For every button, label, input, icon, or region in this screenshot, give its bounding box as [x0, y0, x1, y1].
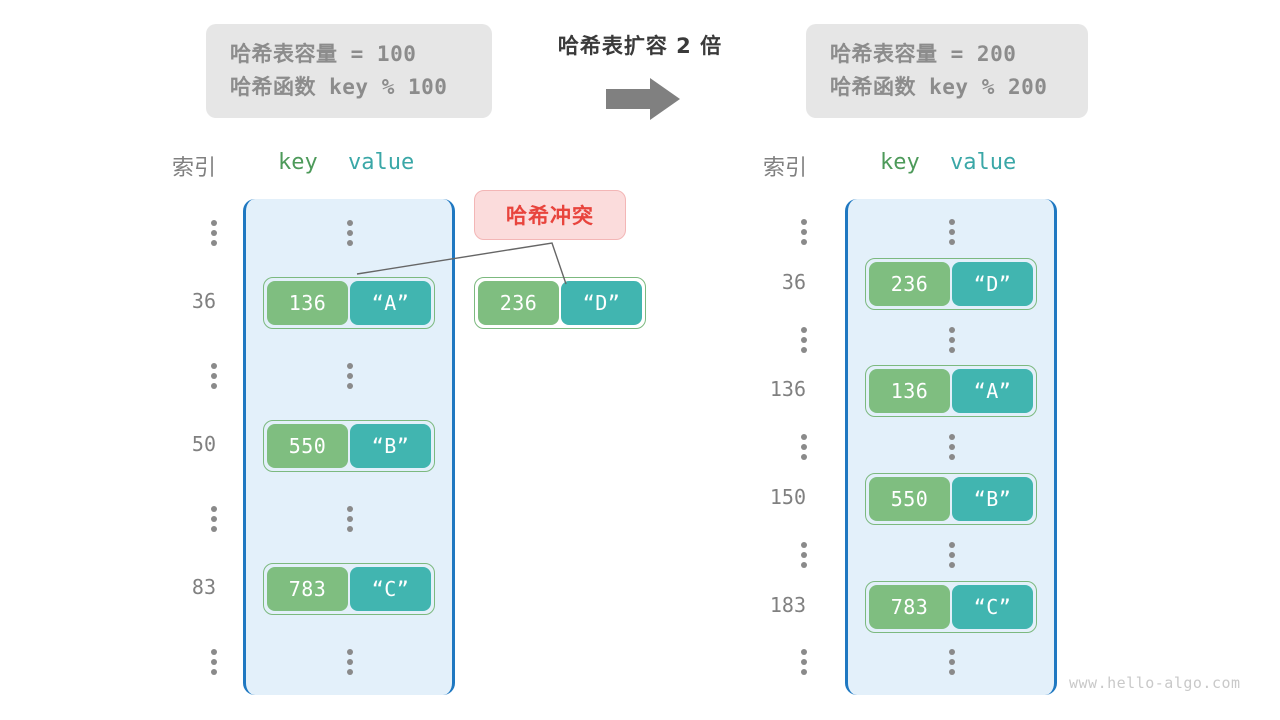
entry-value: “C”: [350, 566, 431, 611]
transform-title: 哈希表扩容 2 倍: [557, 34, 723, 58]
entry-value: “B”: [952, 477, 1033, 521]
hash-table-config-before: 哈希表容量 = 100 哈希函数 key % 100: [206, 24, 492, 118]
entry-key: 783: [267, 566, 348, 611]
table-row-ellipsis: [346, 649, 353, 675]
overflow-entry-cell: 236 “D”: [474, 277, 646, 329]
table-row-ellipsis: [948, 541, 955, 568]
entry-value: “D”: [952, 261, 1033, 306]
hash-table-config-after: 哈希表容量 = 200 哈希函数 key % 200: [806, 24, 1088, 118]
right-header-value: value: [950, 150, 1017, 175]
hash-function-line-after: 哈希函数 key % 200: [830, 75, 1048, 99]
table-row-ellipsis: [948, 434, 955, 461]
overflow-entry-key: 236: [478, 281, 559, 325]
table-entry-cell: 783“C”: [865, 580, 1037, 633]
row-index-label: 83: [191, 574, 216, 599]
entry-value: “B”: [350, 423, 431, 468]
entry-key: 136: [869, 369, 950, 414]
row-index-ellipsis: [800, 649, 807, 676]
right-header-index: 索引: [763, 156, 808, 181]
row-index-label: 50: [191, 431, 216, 456]
row-index-ellipsis: [210, 506, 217, 532]
row-index-ellipsis: [800, 326, 807, 353]
hash-collision-badge: 哈希冲突: [474, 190, 626, 240]
row-index-label: 136: [769, 377, 806, 402]
overflow-entry-value: “D”: [561, 281, 642, 325]
site-watermark: www.hello-algo.com: [1069, 674, 1241, 692]
left-header-index: 索引: [172, 156, 217, 181]
row-index-label: 150: [769, 485, 806, 509]
table-entry-cell: 550“B”: [263, 419, 435, 472]
table-entry-cell: 136“A”: [865, 365, 1037, 418]
row-index-ellipsis: [210, 649, 217, 675]
row-index-ellipsis: [800, 541, 807, 568]
right-header-key: key: [880, 150, 920, 175]
table-row-ellipsis: [346, 363, 353, 389]
row-index-ellipsis: [800, 434, 807, 461]
row-index-ellipsis: [800, 219, 807, 245]
hash-function-line-before: 哈希函数 key % 100: [230, 75, 448, 99]
capacity-line-before: 哈希表容量 = 100: [230, 42, 417, 66]
hash-collision-label: 哈希冲突: [506, 204, 594, 228]
entry-key: 136: [267, 280, 348, 325]
entry-key: 236: [869, 261, 950, 306]
entry-value: “C”: [952, 584, 1033, 629]
table-entry-cell: 550“B”: [865, 473, 1037, 525]
table-entry-cell: 136“A”: [263, 276, 435, 329]
capacity-line-after: 哈希表容量 = 200: [830, 42, 1017, 66]
entry-key: 783: [869, 584, 950, 629]
table-entry-cell: 783“C”: [263, 562, 435, 615]
left-header-key: key: [278, 150, 318, 175]
row-index-label: 36: [781, 269, 806, 294]
entry-key: 550: [267, 423, 348, 468]
row-index-ellipsis: [210, 220, 217, 246]
row-index-label: 36: [191, 288, 216, 313]
row-index-ellipsis: [210, 363, 217, 389]
left-header-value: value: [348, 150, 415, 175]
table-entry-cell: 236“D”: [865, 257, 1037, 310]
entry-value: “A”: [952, 369, 1033, 414]
table-row-ellipsis: [948, 649, 955, 676]
entry-key: 550: [869, 477, 950, 521]
table-row-ellipsis: [346, 220, 353, 246]
row-index-label: 183: [769, 592, 806, 617]
entry-value: “A”: [350, 280, 431, 325]
right-arrow-icon: [606, 78, 680, 120]
table-row-ellipsis: [948, 326, 955, 353]
table-row-ellipsis: [346, 506, 353, 532]
table-row-ellipsis: [948, 219, 955, 245]
